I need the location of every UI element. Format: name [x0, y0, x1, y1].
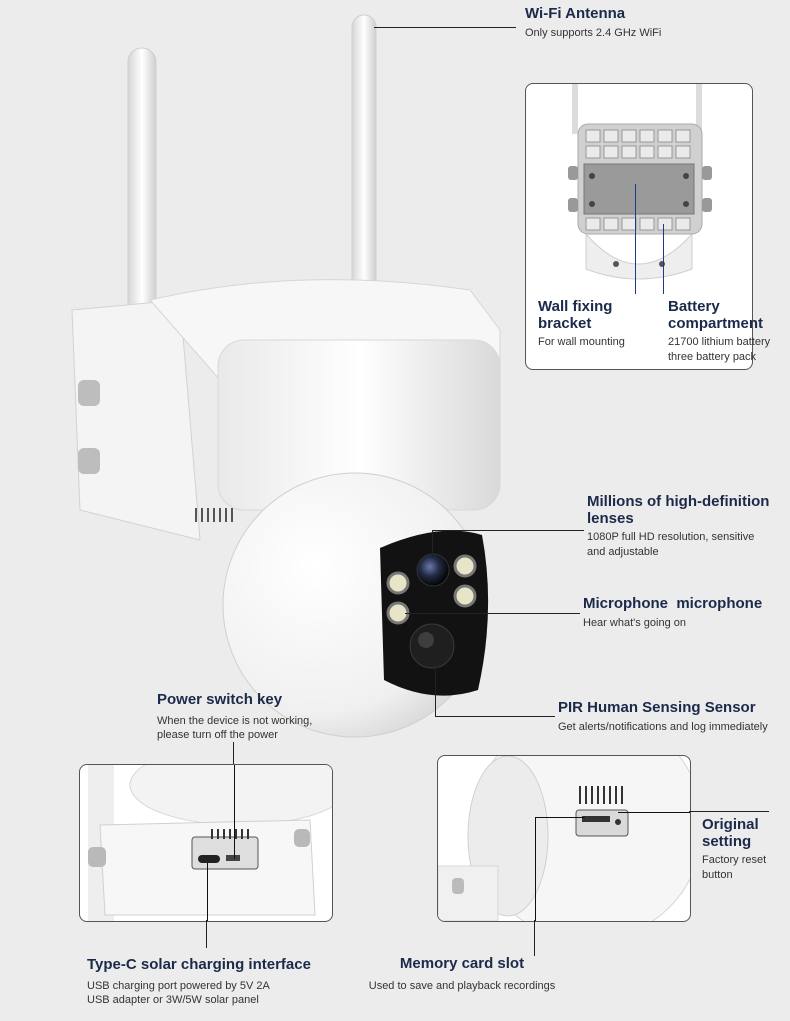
power-title: Power switch key [157, 691, 283, 708]
typec-callout-line [207, 863, 208, 921]
sd-title: Memory card slot [399, 955, 525, 972]
reset-label: Original setting Factory reset button [702, 816, 767, 883]
battery-label: Battery compartment 21700 lithium batter… [668, 298, 771, 365]
power-callout-top [233, 742, 234, 764]
lens-desc-1: 1080P full HD resolution, sensitive [587, 531, 755, 543]
sd-desc: Used to save and playback recordings [368, 979, 556, 992]
wifi-label: Wi-Fi Antenna Only supports 2.4 GHz WiFi [525, 5, 662, 40]
pir-callout-line [435, 716, 555, 717]
wall-callout-line [635, 184, 636, 294]
pir-label: PIR Human Sensing Sensor Get alerts/noti… [558, 699, 768, 734]
power-desc-2: please turn off the power [157, 729, 278, 742]
wall-label: Wall fixing bracket For wall mounting [538, 298, 625, 350]
sd-inset [437, 755, 691, 922]
battery-desc-2: three battery pack [668, 350, 757, 363]
reset-callout-ext [689, 811, 769, 812]
typec-callout-bottom [206, 920, 207, 948]
wall-desc: For wall mounting [538, 336, 625, 348]
battery-title-1: Battery [668, 298, 720, 315]
reset-desc-2: button [702, 868, 733, 881]
typec-label: Type-C solar charging interface USB char… [87, 956, 311, 1008]
lens-label: Millions of high-definition lenses 1080P… [587, 493, 770, 560]
typec-inset [79, 764, 333, 922]
power-label: Power switch key When the device is not … [157, 691, 313, 743]
lens-callout-line [432, 530, 584, 531]
wifi-title: Wi-Fi Antenna [525, 5, 626, 22]
pir-title: PIR Human Sensing Sensor [558, 699, 756, 716]
sd-callout-horizontal [535, 817, 585, 818]
mic-title: Microphone microphone [583, 595, 763, 612]
reset-title-2: setting [702, 832, 752, 850]
pir-callout-drop [435, 660, 436, 716]
wifi-callout-line [374, 27, 516, 28]
battery-desc-1: 21700 lithium battery [668, 336, 771, 348]
wall-title-1: Wall fixing [538, 298, 613, 315]
mic-callout-line [405, 613, 580, 614]
sd-slot-illustration [438, 756, 690, 921]
typec-desc-2: USB adapter or 3W/5W solar panel [87, 994, 259, 1007]
lens-title-2: lenses [587, 509, 634, 527]
type-c-port-illustration [88, 765, 332, 921]
power-callout-line [234, 765, 235, 859]
wifi-desc: Only supports 2.4 GHz WiFi [525, 26, 662, 39]
battery-callout-line [663, 224, 664, 294]
sd-callout-line [535, 817, 536, 921]
reset-callout-line [618, 812, 690, 813]
typec-desc-1: USB charging port powered by 5V 2A [87, 979, 270, 992]
lens-desc-2: and adjustable [587, 545, 659, 558]
battery-title-2: compartment [668, 314, 764, 332]
wall-bracket-illustration [568, 84, 712, 280]
lens-title-1: Millions of high-definition [587, 493, 770, 510]
typec-title: Type-C solar charging interface [87, 956, 311, 973]
reset-title-1: Original [702, 816, 759, 833]
wall-title-2: bracket [538, 314, 592, 332]
reset-desc-1: Factory reset [702, 854, 767, 866]
sd-callout-bottom [534, 920, 535, 956]
power-desc-1: When the device is not working, [157, 714, 313, 727]
lens-callout-drop [432, 530, 433, 558]
mic-label: Microphone microphone Hear what's going … [583, 595, 763, 630]
pir-desc: Get alerts/notifications and log immedia… [558, 720, 768, 733]
sd-label: Memory card slot Used to save and playba… [362, 955, 562, 993]
bracket-inset [525, 83, 753, 370]
mic-desc: Hear what's going on [583, 616, 686, 629]
